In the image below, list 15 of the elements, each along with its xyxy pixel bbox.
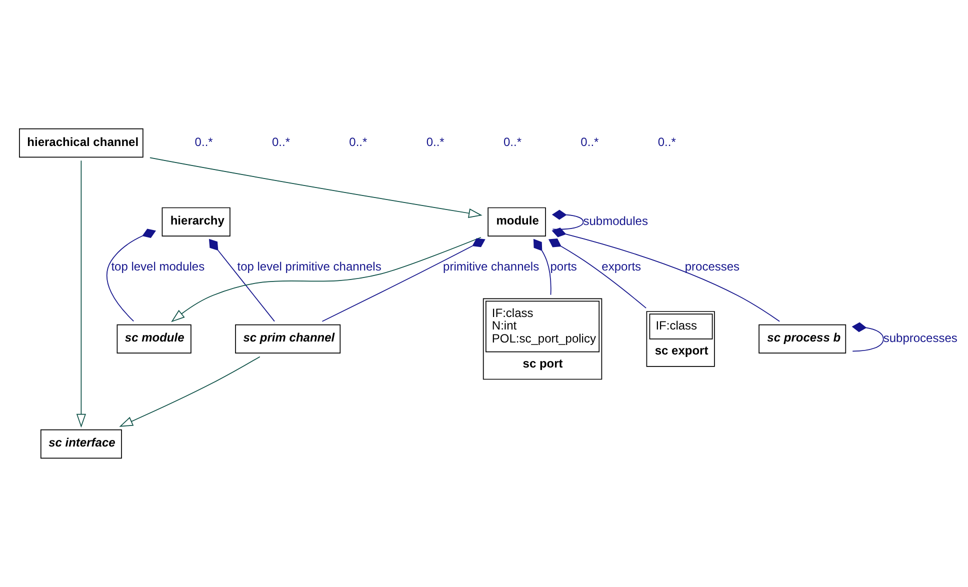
edge-label: exports [602,260,642,274]
edge-label: submodules [583,214,648,228]
label: 0..* [194,135,213,150]
edge-label: top level modules [111,260,205,274]
label: 0..* [426,135,444,150]
edge-label: processes [684,260,740,274]
edge-label: top level primitive channels [237,260,382,274]
edge-label: ports [550,260,577,274]
edge-label: primitive channels [443,260,540,274]
label: 0..* [272,135,290,150]
label: 0..* [580,135,599,150]
label: 0..* [504,135,522,150]
label: 0..* [349,135,368,150]
label: 0..* [658,135,676,150]
edge-label: subprocesses [883,331,958,346]
